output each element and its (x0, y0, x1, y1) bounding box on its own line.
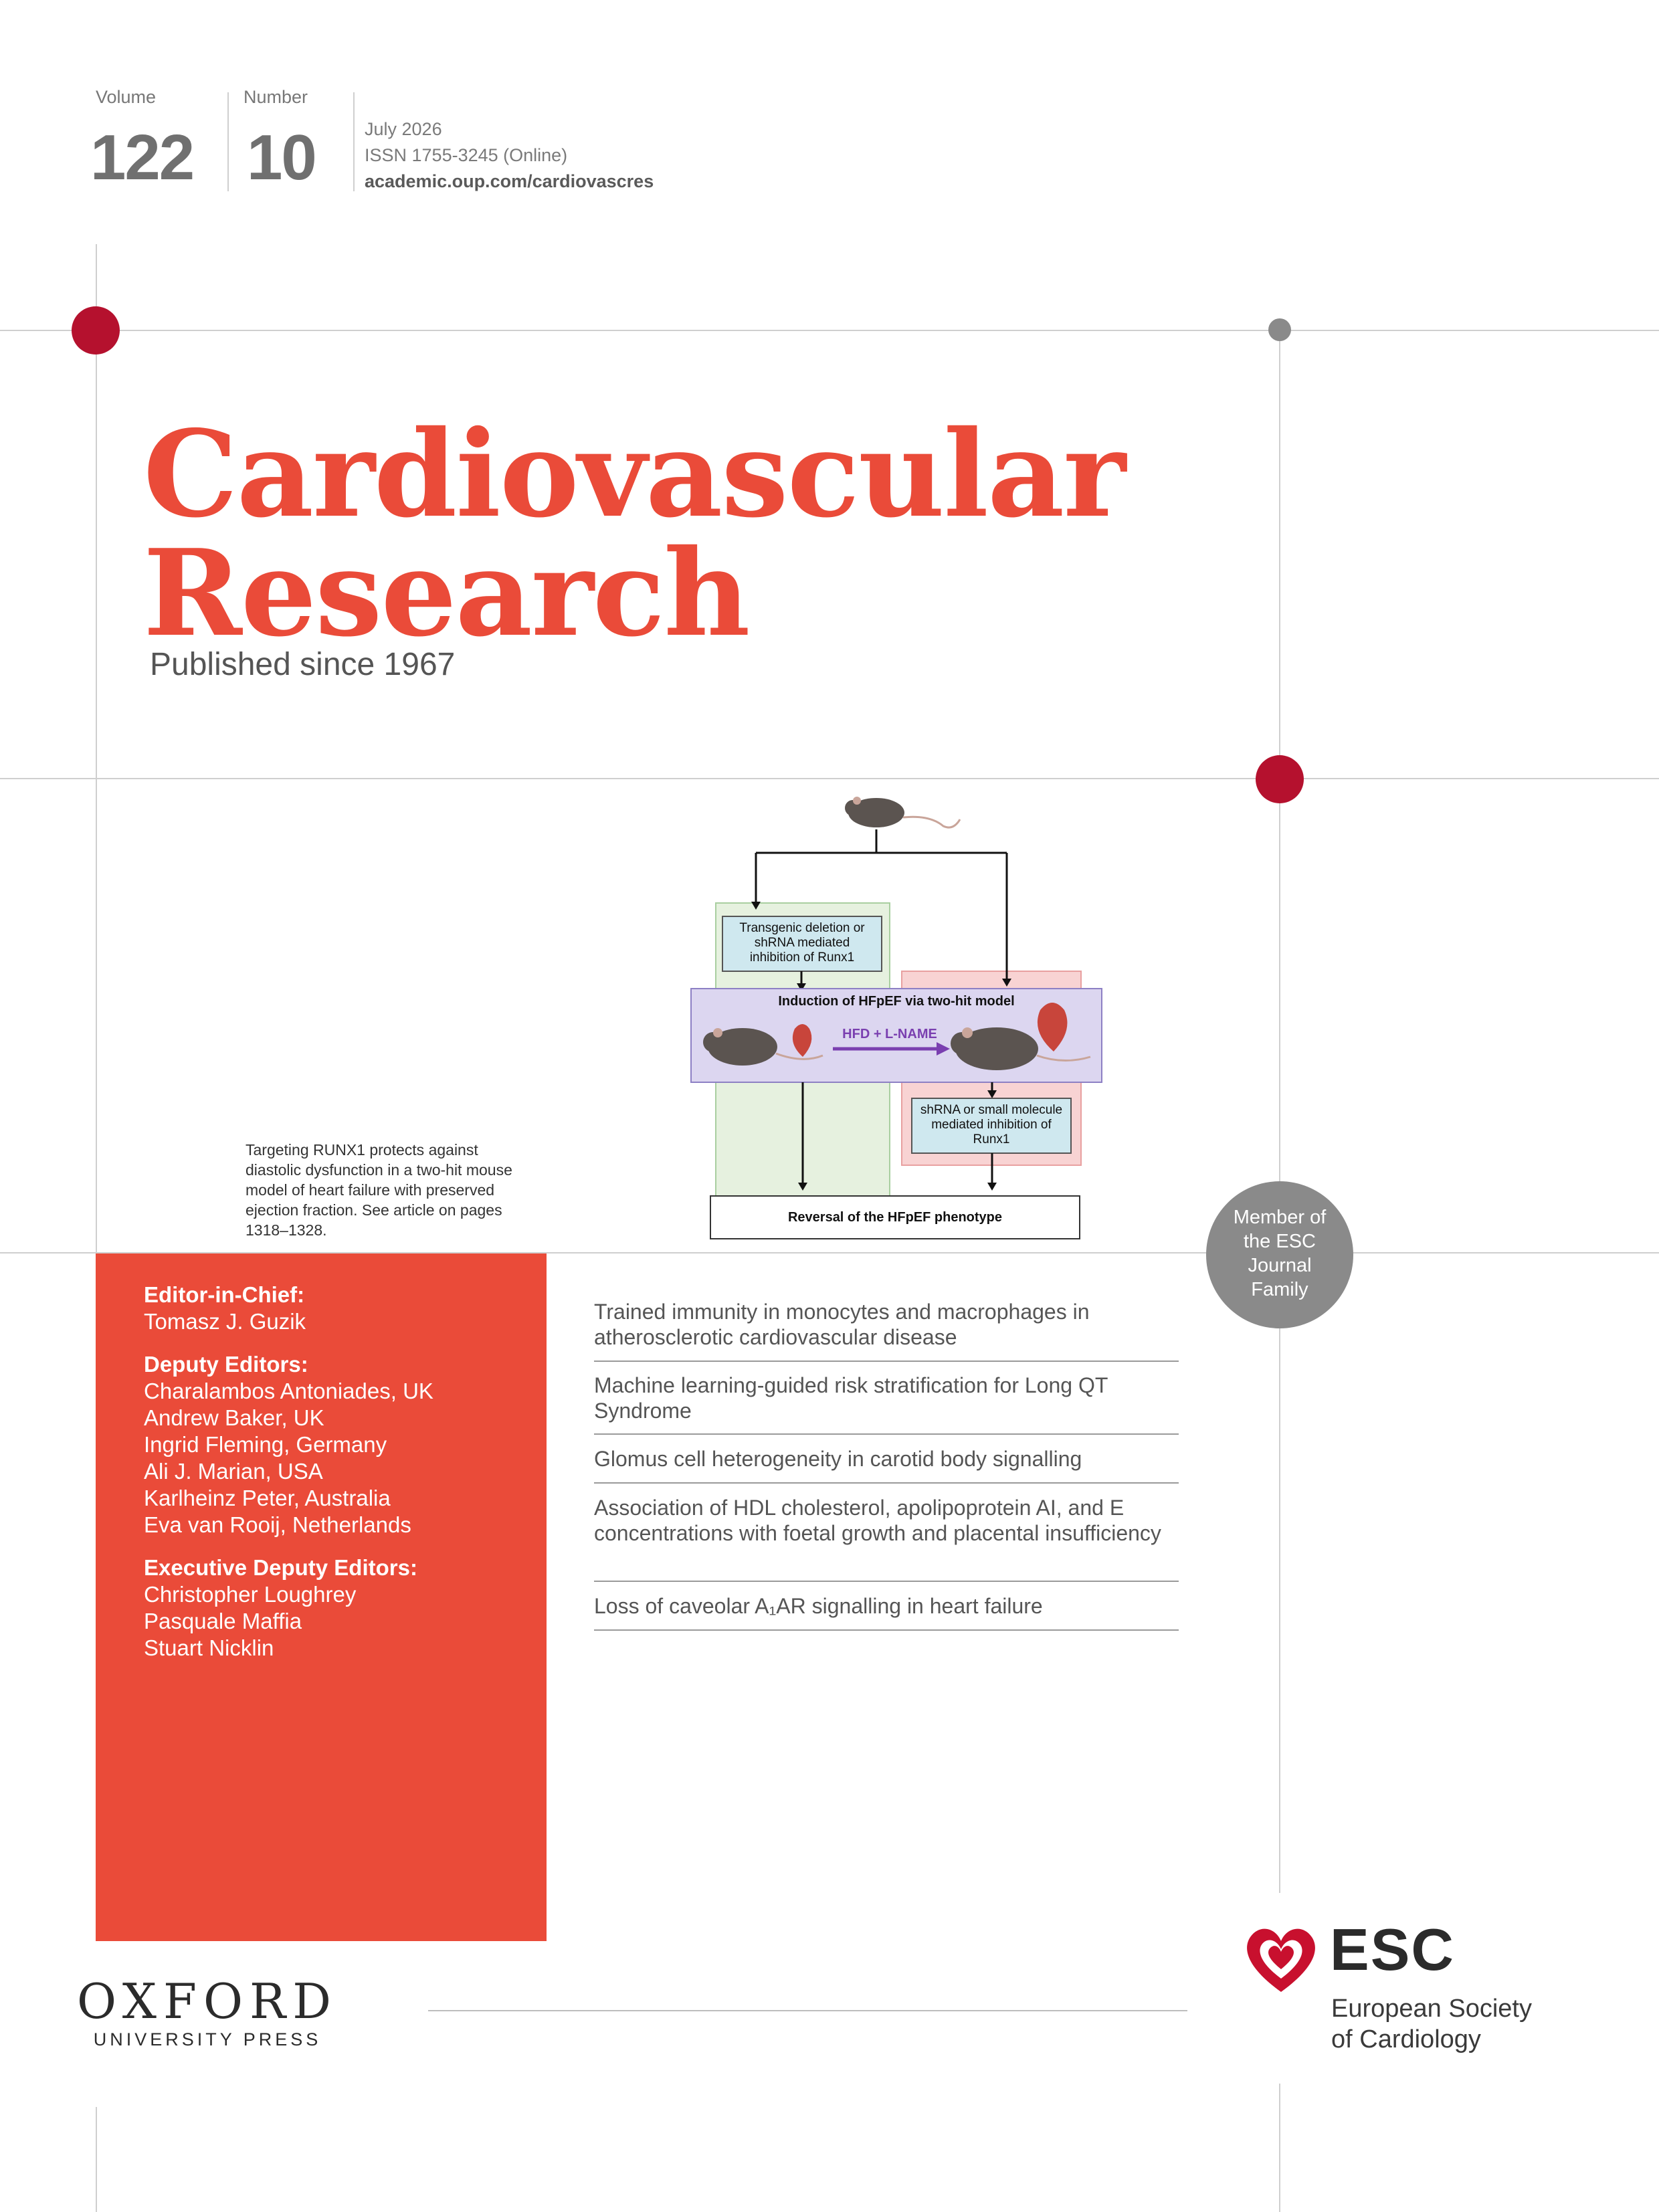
editor-in-chief-name: Tomasz J. Guzik (144, 1309, 306, 1334)
mouse-icon-right (951, 1027, 1091, 1070)
article-title[interactable]: Glomus cell heterogeneity in carotid bod… (594, 1447, 1082, 1471)
figure-box-center-title: Induction of HFpEF via two-hit model (778, 994, 1015, 1009)
article-divider (594, 1433, 1179, 1435)
cover-figure: Transgenic deletion or shRNA mediated in… (689, 789, 1124, 1244)
article-divider (594, 1482, 1179, 1484)
cover-caption: Targeting RUNX1 protects against diastol… (246, 1141, 512, 1239)
figure-svg (690, 797, 1102, 1239)
decor-dot-grey (1268, 318, 1291, 341)
esc-logo-line1: European Society (1331, 1995, 1532, 2023)
grid-line-left (96, 244, 97, 1261)
esc-member-badge-text: Member of the ESC Journal Family (1233, 1207, 1327, 1300)
decor-dot-red-top (72, 306, 120, 355)
article-title[interactable]: Loss of caveolar A₁AR signalling in hear… (594, 1594, 1043, 1618)
figure-arrow-label: HFD + L-NAME (842, 1027, 937, 1041)
deputy-editor: Karlheinz Peter, Australia (144, 1486, 391, 1510)
header-divider-2 (353, 92, 355, 191)
executive-deputy-editor: Stuart Nicklin (144, 1635, 274, 1660)
number-label: Number (243, 87, 308, 107)
issue-number: 10 (247, 122, 317, 193)
executive-deputy-editor: Christopher Loughrey (144, 1582, 357, 1607)
executive-deputy-editor: Pasquale Maffia (144, 1609, 302, 1633)
deputy-editor: Charalambos Antoniades, UK (144, 1379, 433, 1403)
volume-number: 122 (90, 122, 195, 193)
editor-in-chief-label: Editor-in-Chief: (144, 1282, 305, 1307)
journal-title-line2: Research (143, 523, 751, 663)
grid-line-mid (0, 778, 1659, 779)
esc-logo-line2: of Cardiology (1331, 2025, 1481, 2053)
oup-logo-sub: UNIVERSITY PRESS (93, 2029, 322, 2049)
heart-icon-right (1037, 1003, 1068, 1051)
heart-icon-left (792, 1024, 812, 1057)
grid-line-left-lower (96, 2107, 97, 2212)
deputy-editor: Andrew Baker, UK (144, 1405, 324, 1430)
issue-date: July 2026 (365, 119, 442, 139)
esc-logo-abbr: ESC (1330, 1916, 1455, 1983)
editors-block: Editor-in-Chief: Tomasz J. Guzik Deputy … (144, 1282, 539, 1662)
article-title[interactable]: Association of HDL cholesterol, apolipop… (594, 1496, 1161, 1545)
header-divider-1 (227, 92, 229, 191)
article-divider (594, 1361, 1179, 1362)
journal-url[interactable]: academic.oup.com/cardiovascres (365, 171, 654, 191)
box-left-bg (722, 916, 882, 972)
article-title[interactable]: Trained immunity in monocytes and macrop… (594, 1300, 1090, 1349)
deputy-editors-label: Deputy Editors: (144, 1352, 308, 1377)
editor-panel: Editor-in-Chief: Tomasz J. Guzik Deputy … (96, 1253, 547, 1941)
grid-line-lower (0, 1252, 1659, 1253)
mouse-icon-top (845, 797, 961, 829)
volume-label: Volume (96, 87, 157, 107)
oup-logo: OXFORD UNIVERSITY PRESS (67, 1973, 348, 2050)
issue-details: July 2026 ISSN 1755-3245 (Online) academ… (365, 116, 654, 195)
grid-line-right (1279, 328, 1280, 1893)
deputy-editor: Eva van Rooij, Netherlands (144, 1512, 411, 1537)
mouse-icon-left (703, 1028, 823, 1066)
grid-line-top (0, 330, 1659, 331)
journal-subtitle: Published since 1967 (150, 647, 456, 682)
journal-title-line1: Cardiovascular (143, 404, 1126, 544)
grid-line-right-lower (1279, 2084, 1280, 2212)
executive-deputy-editors-label: Executive Deputy Editors: (144, 1555, 417, 1580)
decor-dot-red-mid (1256, 755, 1304, 803)
issue-issn: ISSN 1755-3245 (Online) (365, 145, 568, 165)
grid-line-footer (428, 2010, 1187, 2011)
article-title[interactable]: Machine learning-guided risk stratificat… (594, 1373, 1108, 1423)
esc-member-badge: Member of the ESC Journal Family (1206, 1181, 1353, 1328)
esc-heart-icon (1247, 1928, 1315, 1992)
article-divider (594, 1581, 1179, 1582)
figure-box-left-text: Transgenic deletion or shRNA mediated in… (739, 921, 865, 965)
box-bottom-bg (710, 1195, 1080, 1239)
figure-box-bottom-text: Reversal of the HFpEF phenotype (787, 1210, 1003, 1225)
oup-logo-name: OXFORD (77, 1973, 338, 2029)
deputy-editor: Ali J. Marian, USA (144, 1459, 323, 1484)
deputy-editor: Ingrid Fleming, Germany (144, 1432, 387, 1457)
figure-box-right-text: shRNA or small molecule mediated inhibit… (920, 1103, 1063, 1146)
article-divider (594, 1629, 1179, 1631)
